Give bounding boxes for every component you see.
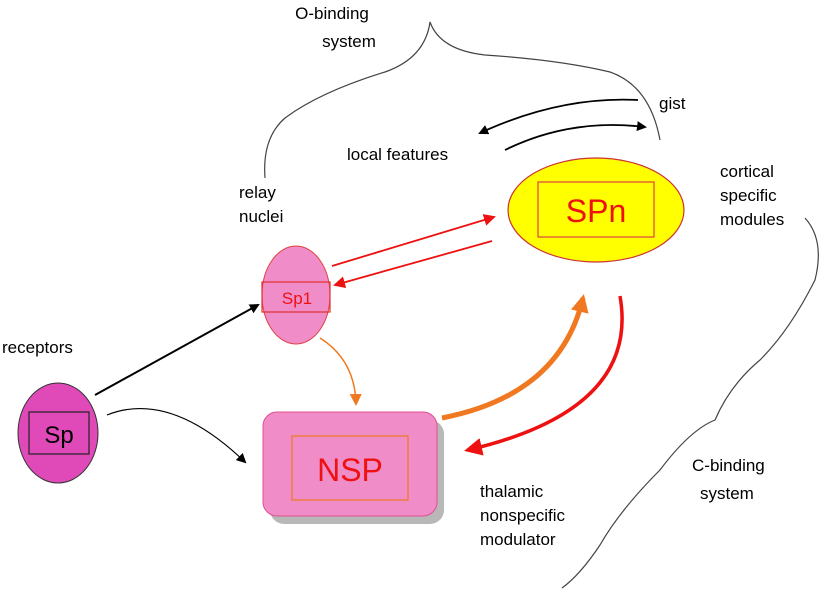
c-binding-label-2: system [700, 484, 754, 503]
cortical-label-1: cortical [720, 162, 774, 181]
o-binding-label-1: O-binding [295, 4, 369, 23]
nsp-node: NSP [262, 411, 444, 524]
relay-to-nsp-arrow [319, 337, 362, 406]
receptor-to-nsp-arrow [106, 408, 247, 464]
nsp-to-cortex-arrow [441, 294, 589, 421]
spn-label: SPn [566, 193, 626, 229]
cortex-to-nsp-arrow [464, 295, 624, 456]
relay-label-1: relay [239, 183, 276, 202]
thalamic-label-2: nonspecific [480, 506, 566, 525]
thalamic-label-1: thalamic [480, 482, 544, 501]
cortical-label-2: specific [720, 186, 777, 205]
receptors-label: receptors [2, 338, 73, 357]
receptor-to-relay-arrow [94, 304, 260, 396]
cortex-to-relay-arrow [333, 240, 493, 289]
gist-label: gist [659, 94, 686, 113]
sp1-label: Sp1 [282, 289, 312, 308]
o-binding-label-2: system [322, 32, 376, 51]
nsp-label: NSP [317, 452, 383, 488]
spn-node: SPn [507, 157, 685, 263]
relay-label-2: nuclei [239, 207, 283, 226]
c-binding-label-1: C-binding [692, 456, 765, 475]
cortical-label-3: modules [720, 210, 784, 229]
c-binding-brace [561, 217, 819, 589]
local-to-gist-arrow [504, 121, 647, 151]
gist-to-local-arrow [478, 98, 639, 135]
sp-node: Sp [17, 382, 99, 484]
sp1-node: Sp1 [261, 245, 331, 345]
o-binding-brace [264, 21, 661, 179]
thalamic-label-3: modulator [480, 530, 556, 549]
local-features-label: local features [347, 145, 448, 164]
sp-label: Sp [44, 422, 73, 449]
relay-to-cortex-arrow [331, 214, 496, 267]
